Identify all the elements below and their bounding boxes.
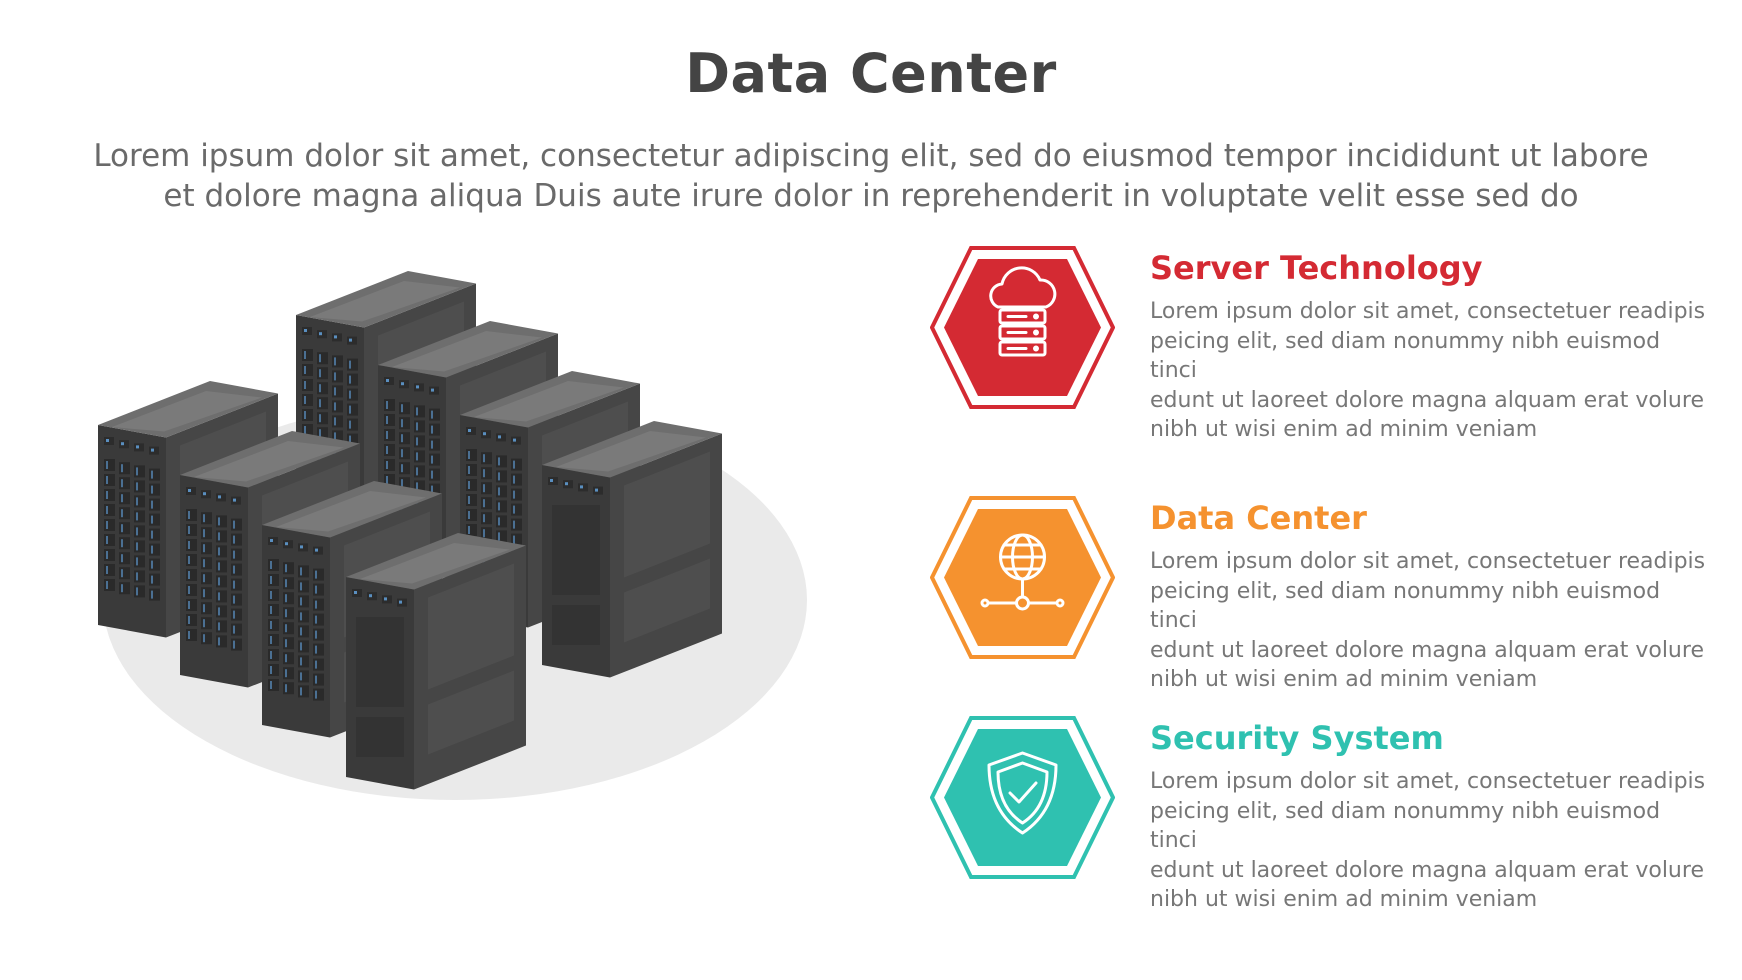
rack-group <box>98 271 722 790</box>
desc-line: edunt ut laoreet dolore magna alquam era… <box>1150 637 1704 663</box>
cloud-server-icon <box>989 266 1057 357</box>
item-heading: Security System <box>1150 719 1444 757</box>
hexagon-badge <box>930 496 1115 659</box>
desc-line: edunt ut laoreet dolore magna alquam era… <box>1150 857 1704 883</box>
item-data-center: Data Center Lorem ipsum dolor sit amet, … <box>930 495 1720 692</box>
desc-line: peicing elit, sed diam nonummy nibh euis… <box>1150 328 1661 384</box>
subtitle-line-2: et dolore magna aliqua Duis aute irure d… <box>163 178 1579 214</box>
globe-network-icon <box>980 533 1065 611</box>
page-title: Data Center <box>685 42 1057 105</box>
server-rack <box>542 421 722 678</box>
server-racks-icon <box>98 271 807 800</box>
desc-line: peicing elit, sed diam nonummy nibh euis… <box>1150 798 1661 854</box>
item-description: Lorem ipsum dolor sit amet, consectetuer… <box>1150 297 1710 445</box>
desc-line: Lorem ipsum dolor sit amet, consectetuer… <box>1150 299 1706 324</box>
desc-line: Lorem ipsum dolor sit amet, consectetuer… <box>1150 549 1706 574</box>
desc-line: nibh ut wisi enim ad minim veniam <box>1150 887 1538 912</box>
page-subtitle: Lorem ipsum dolor sit amet, consectetur … <box>60 136 1682 216</box>
item-security-system: Security System Lorem ipsum dolor sit am… <box>930 715 1720 912</box>
hexagon-badge <box>930 716 1115 879</box>
item-heading: Data Center <box>1150 499 1367 537</box>
hexagon-badge <box>930 246 1115 409</box>
desc-line: peicing elit, sed diam nonummy nibh euis… <box>1150 578 1661 634</box>
subtitle-line-1: Lorem ipsum dolor sit amet, consectetur … <box>93 138 1649 174</box>
desc-line: edunt ut laoreet dolore magna alquam era… <box>1150 387 1704 413</box>
item-heading: Server Technology <box>1150 249 1483 287</box>
item-server-technology: Server Technology Lorem ipsum dolor sit … <box>930 245 1720 442</box>
server-rack <box>346 533 526 790</box>
shield-check-icon <box>987 751 1058 835</box>
desc-line: Lorem ipsum dolor sit amet, consectetuer… <box>1150 769 1706 794</box>
desc-line: nibh ut wisi enim ad minim veniam <box>1150 417 1538 442</box>
item-description: Lorem ipsum dolor sit amet, consectetuer… <box>1150 767 1710 915</box>
desc-line: nibh ut wisi enim ad minim veniam <box>1150 667 1538 692</box>
item-description: Lorem ipsum dolor sit amet, consectetuer… <box>1150 547 1710 695</box>
